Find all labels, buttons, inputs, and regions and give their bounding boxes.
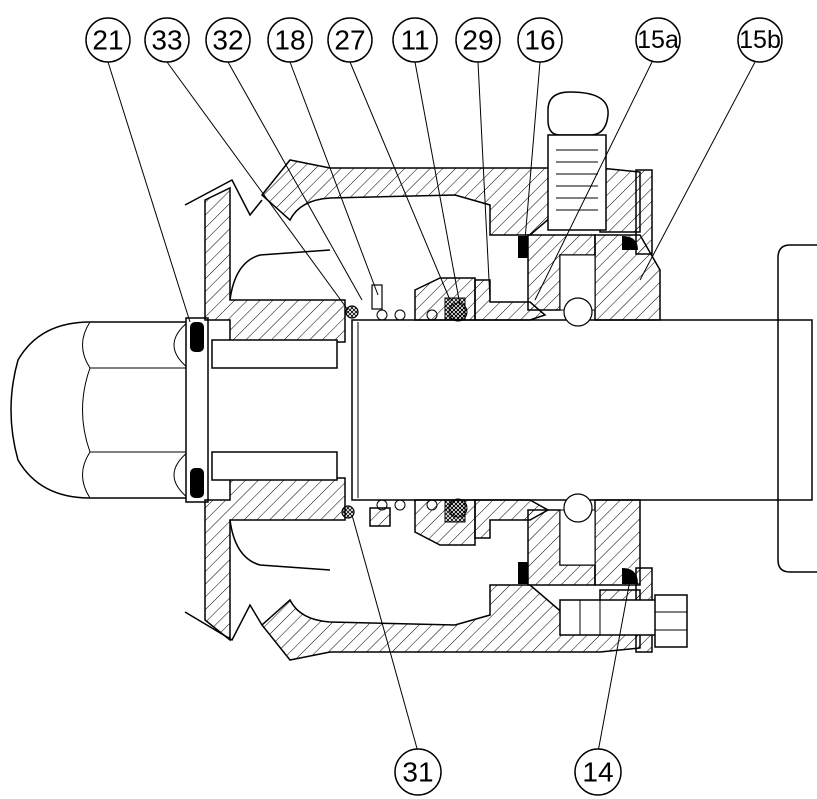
pump-casing xyxy=(260,159,653,661)
seal-housing xyxy=(527,234,661,586)
svg-text:33: 33 xyxy=(151,25,182,56)
svg-text:18: 18 xyxy=(274,25,305,56)
flange-bolt xyxy=(559,594,688,648)
leader-lines xyxy=(107,61,756,753)
cooling-pipe-handle xyxy=(547,91,609,231)
spring xyxy=(369,284,438,527)
svg-text:15a: 15a xyxy=(637,26,679,54)
callout-21: 21 xyxy=(85,17,131,63)
svg-text:27: 27 xyxy=(334,25,365,56)
svg-text:16: 16 xyxy=(524,25,555,56)
shaft xyxy=(351,319,813,501)
callout-18: 18 xyxy=(267,17,313,63)
svg-text:29: 29 xyxy=(462,25,493,56)
callout-14: 14 xyxy=(574,748,622,796)
callout-15a: 15a xyxy=(635,17,681,63)
impeller-nut xyxy=(10,317,209,503)
svg-text:15b: 15b xyxy=(739,26,781,54)
seal-faces xyxy=(414,277,550,546)
svg-text:31: 31 xyxy=(402,757,433,788)
callout-27: 27 xyxy=(327,17,373,63)
svg-text:14: 14 xyxy=(582,757,613,788)
callout-11: 11 xyxy=(392,17,438,63)
callout-32: 32 xyxy=(205,17,251,63)
motor-housing-outline xyxy=(777,244,817,573)
callouts-bottom: 31 14 xyxy=(394,748,622,796)
callout-15b: 15b xyxy=(737,17,783,63)
svg-text:11: 11 xyxy=(400,25,429,56)
callout-16: 16 xyxy=(517,17,563,63)
callout-29: 29 xyxy=(455,17,501,63)
svg-text:32: 32 xyxy=(212,25,243,56)
o-rings xyxy=(190,236,638,584)
callout-33: 33 xyxy=(144,17,190,63)
callouts-top: 21 33 32 18 27 11 29 16 xyxy=(85,17,783,63)
svg-text:21: 21 xyxy=(92,25,123,56)
callout-31: 31 xyxy=(394,748,442,796)
impeller xyxy=(184,178,346,642)
